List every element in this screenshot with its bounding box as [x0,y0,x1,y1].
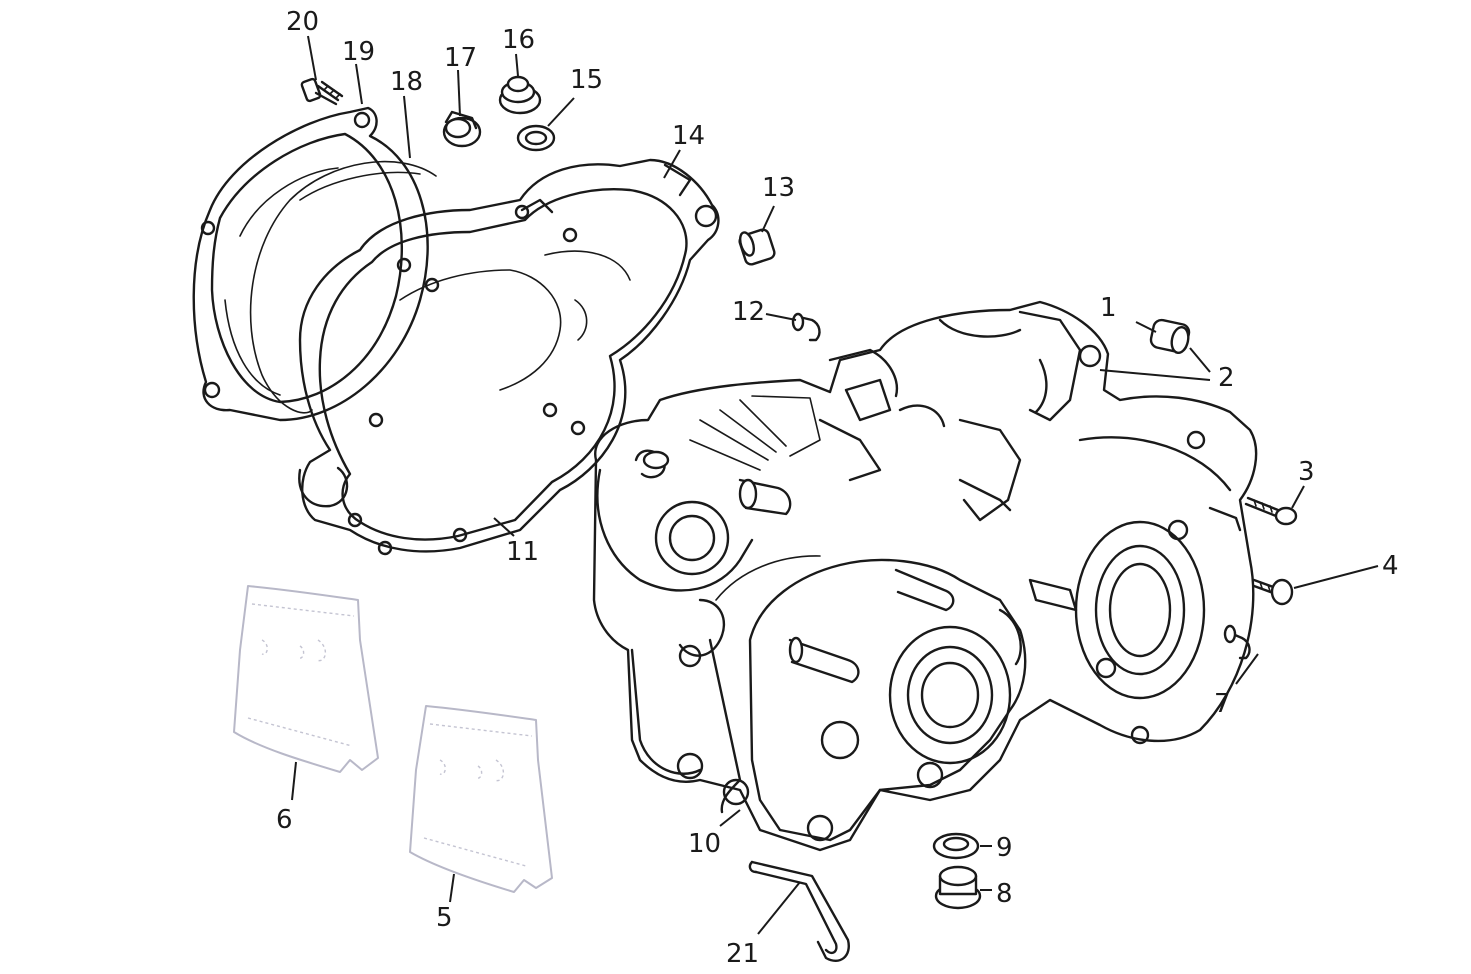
part-15-washer [516,124,556,152]
part-7-elbow-fitting [1223,624,1251,660]
callout-3: 3 [1298,457,1315,487]
callout-14: 14 [672,121,705,151]
callout-8: 8 [996,879,1013,909]
callout-19: 19 [342,37,375,67]
crankcase-assembly [592,300,1258,852]
part-14-clutch-cover [298,158,720,556]
part-3-screw [1244,496,1298,526]
part-21-clip [748,860,850,963]
callout-12: 12 [732,297,765,327]
part-13-bushing [738,228,776,266]
part-17-plug [442,110,482,148]
callout-15: 15 [570,65,603,95]
part-1-dowel [1149,318,1191,355]
callout-16: 16 [502,25,535,55]
callout-17: 17 [444,43,477,73]
part-19-ignition-cover [192,106,429,422]
callout-11: 11 [506,537,539,567]
callout-18: 18 [390,67,423,97]
part-4-screw [1252,578,1294,606]
part-20-screw [300,77,344,106]
part-6-sealant-bag [233,585,379,773]
callout-7: 7 [1214,689,1231,719]
part-18-gasket-ring [249,160,437,414]
leader-lines [291,35,1379,935]
part-8-drain-plug [934,865,982,910]
callout-21: 21 [726,939,759,969]
part-5-sealant-bag [409,705,553,893]
callout-5: 5 [436,903,453,933]
callout-1: 1 [1100,293,1117,323]
callout-20: 20 [286,7,319,37]
callout-9: 9 [996,833,1013,863]
callout-10: 10 [688,829,721,859]
part-16-plug [498,75,542,115]
callout-6: 6 [276,805,293,835]
callout-4: 4 [1382,551,1399,581]
part-9-washer [932,832,980,860]
part-12-elbow-fitting [791,312,821,342]
callout-13: 13 [762,173,795,203]
callout-labels: 1 2 3 4 5 6 7 8 9 10 11 12 13 14 15 16 1… [276,7,1399,969]
callout-2: 2 [1218,363,1235,393]
